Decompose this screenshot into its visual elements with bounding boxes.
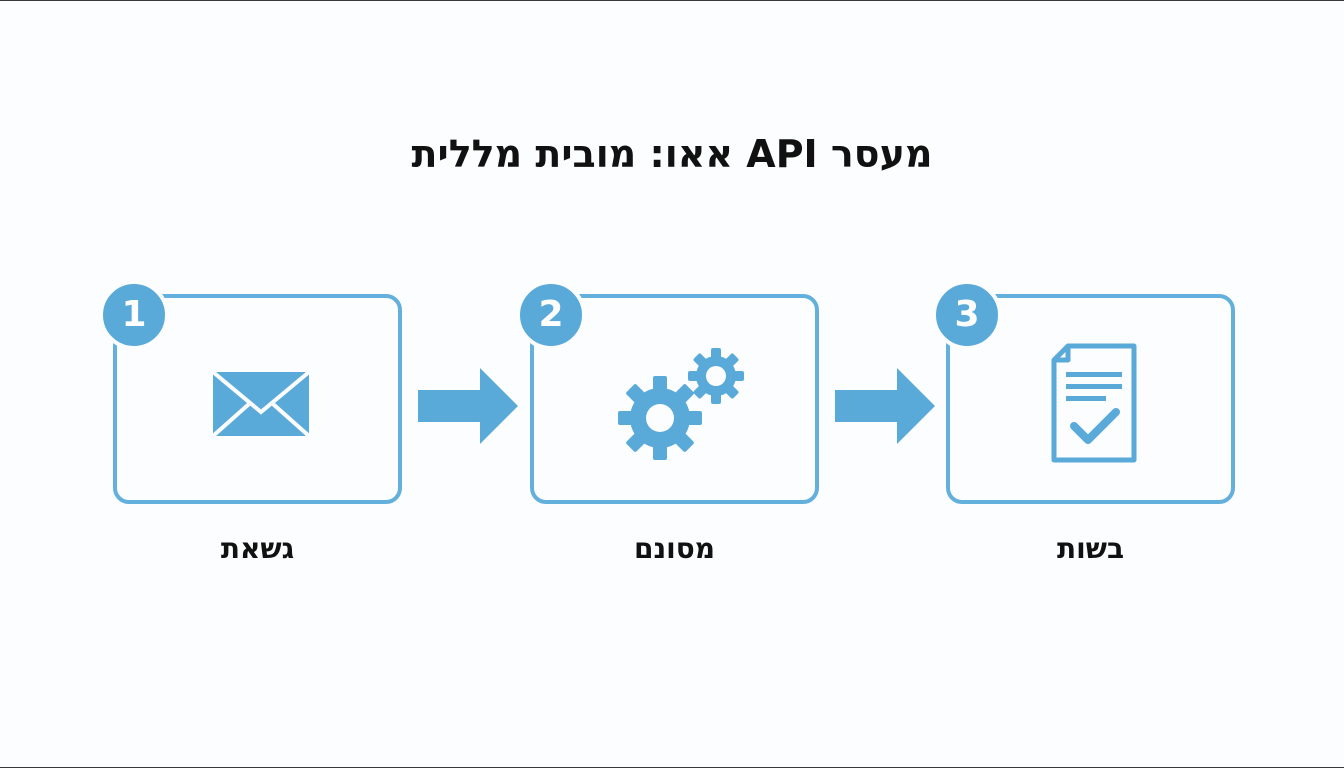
arrow-right-icon [418,368,518,444]
step-2-label: מסונם [633,532,716,565]
step-3-label: בשות [1056,532,1125,565]
diagram-title: מעסר API אאו: מובית מללית [411,132,933,176]
step-1-number-badge: 1 [99,280,169,350]
document-check-icon [1051,343,1137,463]
step-2-number-badge: 2 [516,280,586,350]
envelope-icon [211,370,311,438]
arrow-right-icon [835,368,935,444]
step-2-box [530,294,819,504]
gears-icon [618,348,744,460]
step-3-number-badge: 3 [932,280,1002,350]
step-1-label: גשאת [220,532,295,565]
top-divider [0,0,1344,1]
